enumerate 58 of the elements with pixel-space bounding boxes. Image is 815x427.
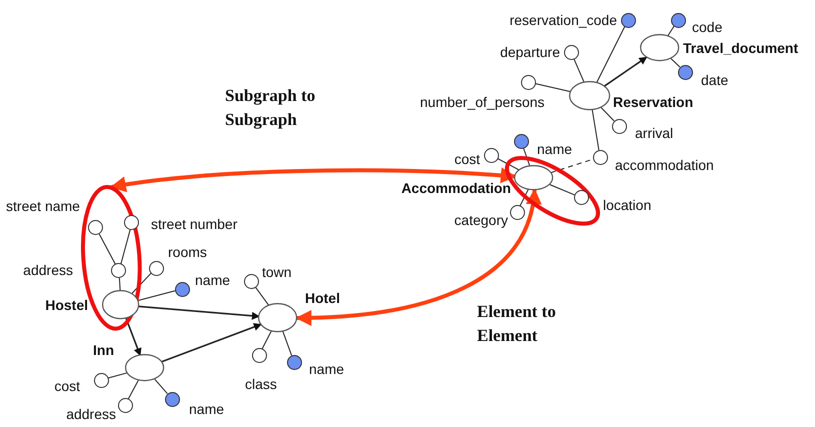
attribute-name: street name (6, 198, 80, 214)
link-line (98, 234, 116, 266)
attribute-name: accommodation (615, 157, 714, 173)
attribute-name: code (692, 19, 722, 35)
entity-name: Inn (93, 342, 114, 358)
link-line (520, 188, 529, 206)
link-line (131, 272, 152, 294)
annotation-text: Element to Element (477, 301, 557, 347)
attribute-name: number_of_persons (420, 94, 545, 110)
attribute-name: class (245, 376, 277, 392)
highlight-arrow (110, 168, 517, 193)
attribute-name: street number (150, 216, 238, 232)
link-line (262, 330, 272, 350)
entity-name: Hostel (45, 296, 88, 313)
highlight-arrow (295, 188, 540, 326)
attribute-name: departure (500, 44, 560, 60)
entity-name: Reservation (612, 94, 694, 110)
attribute-name: name (189, 401, 224, 417)
entity-name: Travel_document (682, 40, 798, 56)
attribute-name: rooms (168, 244, 207, 260)
link-line (138, 290, 176, 302)
annotation-text: Subgraph to Subgraph (225, 85, 316, 131)
arrow (125, 318, 142, 356)
attribute-name: location (602, 196, 652, 213)
attribute-name: category (454, 212, 508, 228)
link-line (107, 372, 128, 379)
link-line (549, 184, 576, 196)
link-line (118, 278, 121, 292)
attribute-name: name (309, 361, 344, 377)
arrow (161, 323, 262, 362)
attribute-name: cost (454, 151, 480, 167)
attribute-name: reservation_code (510, 12, 617, 28)
attribute-name: address (23, 262, 73, 278)
link-line (573, 58, 585, 84)
link-line (596, 26, 626, 84)
link-line (154, 378, 168, 394)
link-line (670, 58, 680, 68)
link-line (496, 158, 520, 171)
arrow (138, 306, 260, 320)
link-line (254, 286, 270, 306)
attribute-name: date (701, 72, 728, 88)
arrow (604, 56, 648, 87)
attribute-name: town (262, 264, 292, 280)
link-line (534, 83, 572, 92)
link-line (282, 331, 292, 356)
link-line (128, 380, 139, 400)
attribute-name: cost (54, 378, 80, 394)
link-line (600, 107, 615, 122)
attribute-name: address (66, 406, 116, 422)
attribute-name: name (537, 141, 572, 157)
entity-name: Accommodation (401, 180, 511, 196)
attribute-name: name (195, 272, 230, 288)
link-line (522, 147, 530, 167)
link-line (667, 25, 675, 37)
entity-name: Hotel (304, 290, 340, 306)
link-line (592, 109, 600, 151)
attribute-name: arrival (635, 125, 674, 141)
link-line (120, 229, 131, 265)
